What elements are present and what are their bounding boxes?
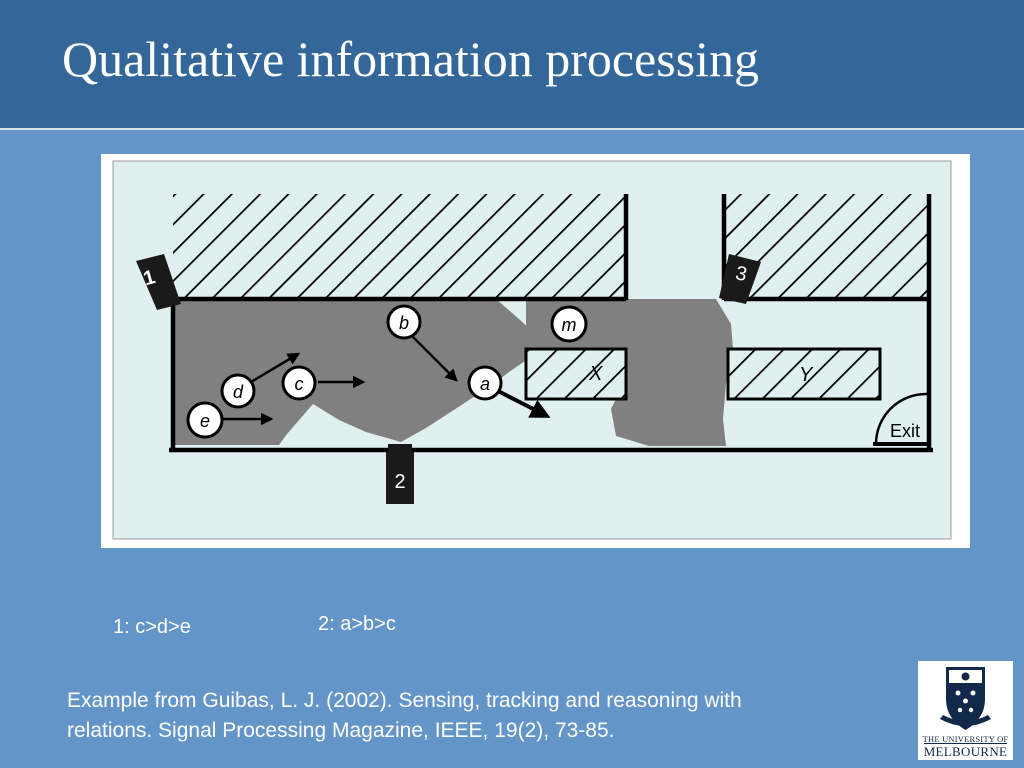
logo-divider (924, 743, 1007, 744)
exit-door-arc (874, 392, 928, 445)
caption-line-1: Example from Guibas, L. J. (2002). Sensi… (67, 689, 742, 712)
sensor-2-label: 2 (394, 471, 405, 493)
object-c-label: c (295, 374, 304, 394)
object-m: m (550, 305, 588, 343)
crest-icon (940, 667, 991, 730)
sensor-3-label: 3 (734, 262, 749, 286)
sensor-coverage-area (173, 299, 547, 445)
object-m-label: m (562, 315, 577, 335)
logo-text-line-2: MELBOURNE (923, 744, 1008, 759)
region-y (726, 347, 882, 401)
diagram-svg: Exit X Y 1 2 3 b (112, 160, 952, 540)
object-a-label: a (480, 374, 490, 394)
sensor-3: 3 (719, 254, 761, 304)
region-x (524, 347, 628, 401)
region-y-label: Y (799, 364, 814, 386)
university-logo: THE UNIVERSITY OF MELBOURNE (918, 661, 1013, 760)
sensor-2-ordering: 2: a>b>c (318, 613, 396, 635)
arrow-d (250, 352, 301, 384)
object-d: d (220, 373, 256, 409)
sensor-1-ordering: 1: c>d>e (113, 616, 191, 638)
sensor-diagram: Exit X Y 1 2 3 b (101, 154, 970, 548)
citation-caption: Example from Guibas, L. J. (2002). Sensi… (67, 686, 907, 746)
sensor-2: 2 (386, 444, 414, 504)
slide-title: Qualitative information processing (62, 31, 760, 87)
object-d-label: d (233, 382, 244, 402)
title-bar: Qualitative information processing (0, 0, 1024, 130)
arrow-b (412, 336, 458, 382)
logo-text-line-1: THE UNIVERSITY OF (922, 734, 1009, 744)
object-b: b (386, 304, 422, 340)
object-c: c (281, 365, 317, 401)
object-e: e (186, 401, 224, 439)
caption-line-2: relations. Signal Processing Magazine, I… (67, 719, 615, 742)
sensor-1: 1 (136, 254, 181, 310)
object-e-label: e (200, 411, 210, 431)
object-a: a (467, 365, 503, 401)
upper-wall-left (173, 194, 626, 299)
object-b-label: b (399, 313, 409, 333)
arrow-a (495, 388, 551, 418)
region-x-label: X (588, 363, 603, 385)
exit-label: Exit (890, 421, 920, 441)
upper-wall-right (726, 194, 931, 299)
